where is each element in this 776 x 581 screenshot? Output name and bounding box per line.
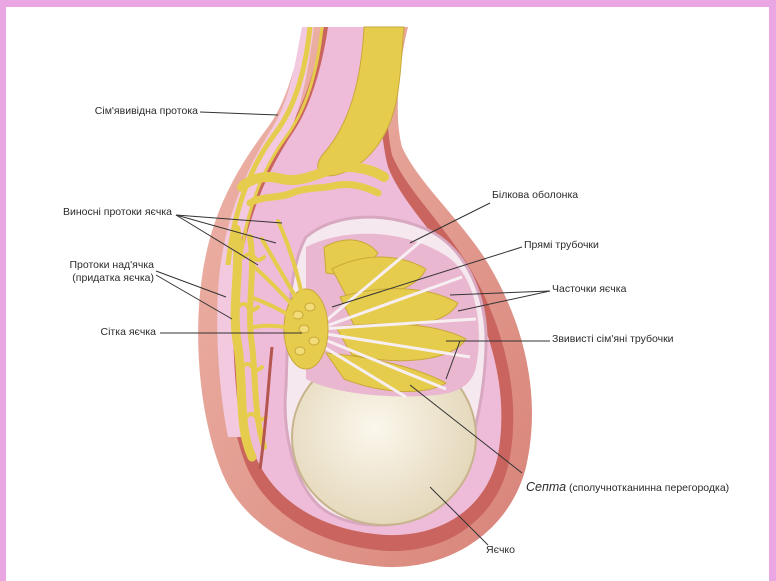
label-vas-deferens: Сім'явивідна протока bbox=[46, 105, 198, 118]
label-seminiferous-tubules: Звивисті сім'яні трубочки bbox=[552, 333, 674, 346]
label-straight-tubules: Прямі трубочки bbox=[524, 239, 599, 252]
label-efferent-ducts: Виносні протоки яєчка bbox=[16, 206, 172, 219]
label-epididymis-ducts: Протоки над'ячка (придатка яєчка) bbox=[26, 259, 154, 285]
label-septum: Септа (сполучнотканинна перегородка) bbox=[526, 481, 729, 495]
diagram-frame: Сім'явивідна протока Виносні протоки яєч… bbox=[6, 7, 769, 581]
label-lobules: Часточки яєчка bbox=[552, 283, 626, 296]
label-testis: Яєчко bbox=[486, 544, 515, 557]
label-tunica-albuginea: Білкова оболонка bbox=[492, 189, 578, 202]
label-septum-word: Септа bbox=[526, 480, 566, 494]
label-epididymis-ducts-line2: (придатка яєчка) bbox=[26, 272, 154, 285]
label-septum-note: (сполучнотканинна перегородка) bbox=[569, 482, 729, 494]
label-rete-testis: Сітка яєчка bbox=[46, 326, 156, 339]
label-epididymis-ducts-line1: Протоки над'ячка bbox=[26, 259, 154, 272]
